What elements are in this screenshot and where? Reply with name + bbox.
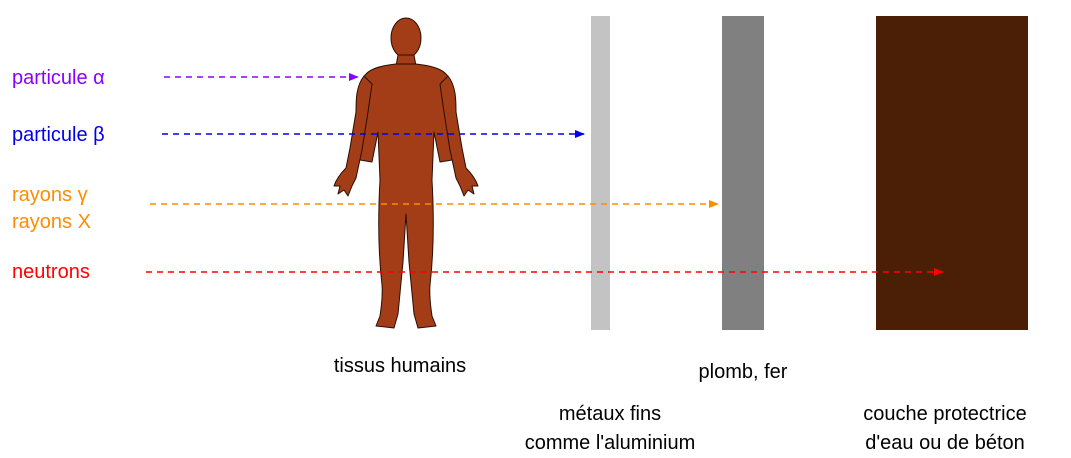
beta-particle-label: particule β: [12, 123, 105, 147]
concrete-caption: couche protectrice d'eau ou de béton: [825, 400, 1065, 458]
human-body-icon: [334, 18, 478, 328]
aluminium-sheet: [591, 16, 610, 330]
water-concrete-wall: [876, 16, 1028, 330]
gamma-rays-label: rayons γ: [12, 183, 88, 207]
alpha-particle-label: particule α: [12, 66, 105, 90]
human-tissue-caption: tissus humains: [300, 352, 500, 381]
lead-iron-caption: plomb, fer: [643, 358, 843, 387]
neutrons-label: neutrons: [12, 260, 90, 284]
x-rays-label: rayons X: [12, 210, 91, 234]
lead-iron-wall: [722, 16, 764, 330]
aluminium-caption: métaux fins comme l'aluminium: [490, 400, 730, 458]
